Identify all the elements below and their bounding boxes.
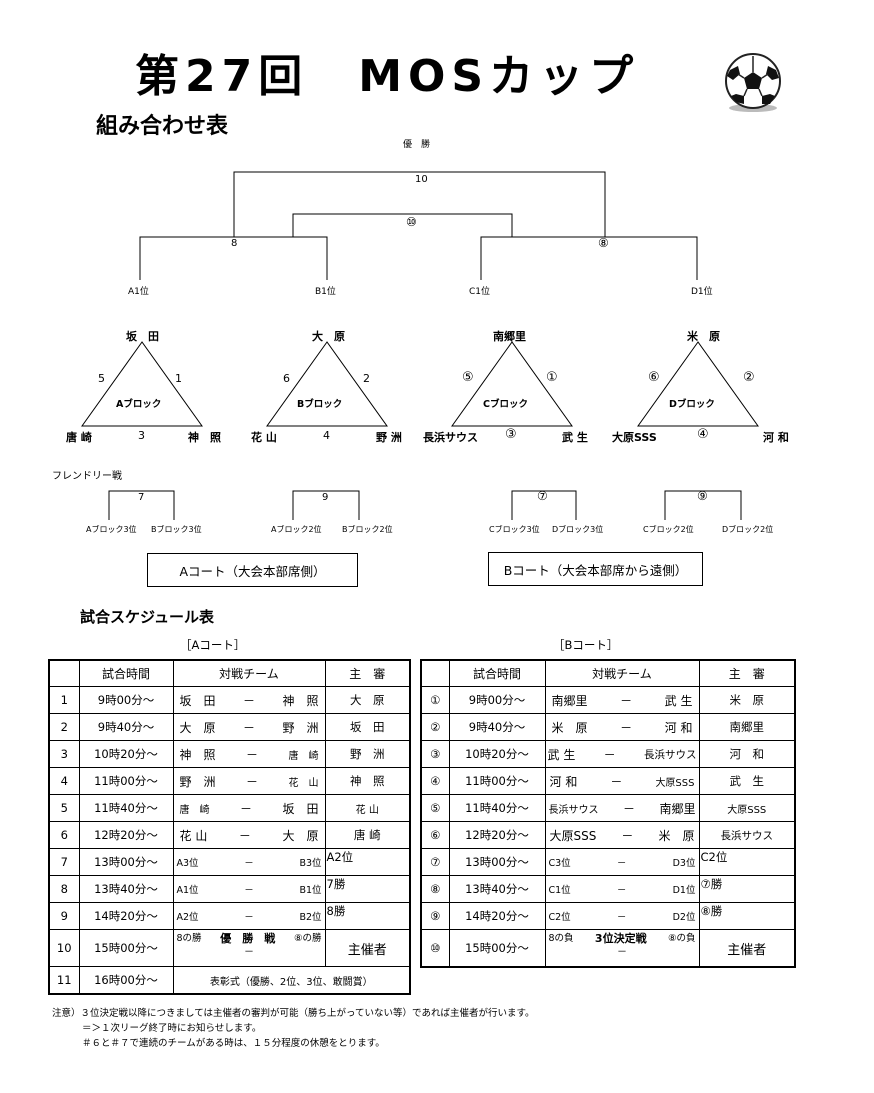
semi-right-number: ⑧ [598, 236, 609, 250]
court-a-box: Aコート（大会本部席側） [147, 553, 358, 587]
friendly-title: フレンドリー戦 [52, 471, 122, 482]
table-row: 2 9時40分～ 大 原－野 洲 坂 田 [48, 713, 411, 741]
block-c-match-bottom: ③ [505, 427, 517, 442]
block-d-match-left: ⑥ [648, 370, 660, 385]
schedule-title: 試合スケジュール表 [80, 608, 214, 626]
block-b-left-team: 花 山 [251, 431, 277, 444]
soccer-ball-icon [725, 53, 781, 112]
block-c-left-team: 長浜サウス [423, 431, 478, 444]
block-a-right-team: 神 照 [188, 431, 221, 444]
block-d-name: Dブロック [669, 399, 715, 410]
block-c-name: Cブロック [483, 399, 528, 410]
friendly-4-right: Dブロック2位 [722, 525, 774, 534]
table-row: ⑧ 13時40分～ C1位－D1位 ⑦勝 [420, 875, 796, 903]
table-row: ④ 11時00分～ 河 和－大原SSS 武 生 [420, 767, 796, 795]
block-a-match-left: 5 [98, 372, 105, 385]
court-a-schedule-table: 試合時間 対戦チーム 主 審 1 9時00分～ 坂 田－神 照 大 原 2 9時… [48, 659, 411, 995]
friendly-3-number: ⑦ [537, 489, 548, 503]
friendly-4-left: Cブロック2位 [643, 525, 694, 534]
slot-d1: D1位 [691, 287, 713, 297]
block-d-match-bottom: ④ [697, 427, 709, 442]
court-b-label: ［Bコート］ [553, 638, 619, 652]
court-b-schedule-table: 試合時間 対戦チーム 主 審 ① 9時00分～ 南郷里－武 生 米 原 ② 9時… [420, 659, 796, 968]
friendly-1-right: Bブロック3位 [151, 525, 202, 534]
page-title: 第27回 MOSカップ [135, 51, 640, 102]
table-row: 9 14時20分～ A2位－B2位 8勝 [48, 902, 411, 930]
court-a-label: ［Aコート］ [180, 638, 246, 652]
block-d-right-team: 河 和 [763, 431, 789, 444]
table-row: ⑤ 11時40分～ 長浜サウス－南郷里 大原SSS [420, 794, 796, 822]
table-row: 5 11時40分～ 唐 崎－坂 田 花 山 [48, 794, 411, 822]
table-row: 3 10時20分～ 神 照－唐 崎 野 洲 [48, 740, 411, 768]
block-d-match-right: ② [743, 370, 755, 385]
block-b-right-team: 野 洲 [376, 431, 402, 444]
table-row: ⑦ 13時00分～ C3位－D3位 C2位 [420, 848, 796, 876]
table-row: 1 9時00分～ 坂 田－神 照 大 原 [48, 686, 411, 714]
friendly-1-left: Aブロック3位 [86, 525, 137, 534]
block-c-top-team: 南郷里 [493, 330, 526, 343]
block-c-match-left: ⑤ [462, 370, 474, 385]
block-c-right-team: 武 生 [562, 431, 588, 444]
note-2: ＝＞１次リーグ終了時にお知らせします。 [82, 1023, 262, 1034]
block-a-match-bottom: 3 [138, 429, 145, 442]
slot-b1: B1位 [315, 287, 336, 297]
table-row: 7 13時00分～ A3位－B3位 A2位 [48, 848, 411, 876]
court-b-box: Bコート（大会本部席から遠側） [488, 552, 703, 586]
block-b-name: Bブロック [297, 399, 343, 410]
block-b-match-left: 6 [283, 372, 290, 385]
table-row: ⑥ 12時20分～ 大原SSS－米 原 長浜サウス [420, 821, 796, 849]
table-row: 11 16時00分～ 表彰式（優勝、2位、3位、敢闘賞） [48, 966, 411, 995]
table-row: 8 13時40分～ A1位－B1位 7勝 [48, 875, 411, 903]
third-place-match-number: ⑩ [406, 215, 417, 229]
block-b-match-bottom: 4 [323, 429, 330, 442]
friendly-1-number: 7 [138, 492, 145, 503]
friendly-4-number: ⑨ [697, 489, 708, 503]
header-time: 試合時間 [78, 659, 174, 687]
table-row: ③ 10時20分～ 武 生－長浜サウス 河 和 [420, 740, 796, 768]
champion-label: 優 勝 [403, 140, 431, 150]
notes: 注意）３位決定戦以降につきましては主催者の審判が可能（勝ち上がっていない等）であ… [52, 1006, 535, 1051]
table-row: 4 11時00分～ 野 洲－花 山 神 照 [48, 767, 411, 795]
friendly-3-left: Cブロック3位 [489, 525, 540, 534]
note-1: 注意）３位決定戦以降につきましては主催者の審判が可能（勝ち上がっていない等）であ… [52, 1008, 535, 1019]
table-row: 6 12時20分～ 花 山－大 原 唐 崎 [48, 821, 411, 849]
friendly-2-right: Bブロック2位 [342, 525, 393, 534]
block-d-top-team: 米 原 [687, 330, 720, 343]
final-match-number: 10 [415, 174, 428, 185]
block-a-match-right: 1 [175, 372, 182, 385]
block-b-top-team: 大 原 [312, 330, 345, 343]
header-referee: 主 審 [324, 659, 411, 687]
slot-a1: A1位 [128, 287, 149, 297]
table-row: ② 9時40分～ 米 原－河 和 南郷里 [420, 713, 796, 741]
block-d-left-team: 大原SSS [612, 431, 657, 444]
friendly-3-right: Dブロック3位 [552, 525, 604, 534]
header-teams: 対戦チーム [172, 659, 326, 687]
block-b-match-right: 2 [363, 372, 370, 385]
table-row: ① 9時00分～ 南郷里－武 生 米 原 [420, 686, 796, 714]
table-row: ⑨ 14時20分～ C2位－D2位 ⑧勝 [420, 902, 796, 930]
bracket-subtitle: 組み合わせ表 [96, 114, 229, 139]
friendly-2-number: 9 [322, 492, 329, 503]
header-no [48, 659, 80, 687]
block-c-match-right: ① [546, 370, 558, 385]
block-a-top-team: 坂 田 [126, 330, 159, 343]
block-a-left-team: 唐 崎 [66, 431, 92, 444]
friendly-2-left: Aブロック2位 [271, 525, 322, 534]
slot-c1: C1位 [469, 287, 491, 297]
bracket-lines [81, 171, 759, 520]
semi-left-number: 8 [231, 238, 238, 249]
note-3: ＃６と＃７で連続のチームがある時は、１５分程度の休憩をとります。 [82, 1038, 385, 1049]
block-a-name: Aブロック [116, 399, 162, 410]
